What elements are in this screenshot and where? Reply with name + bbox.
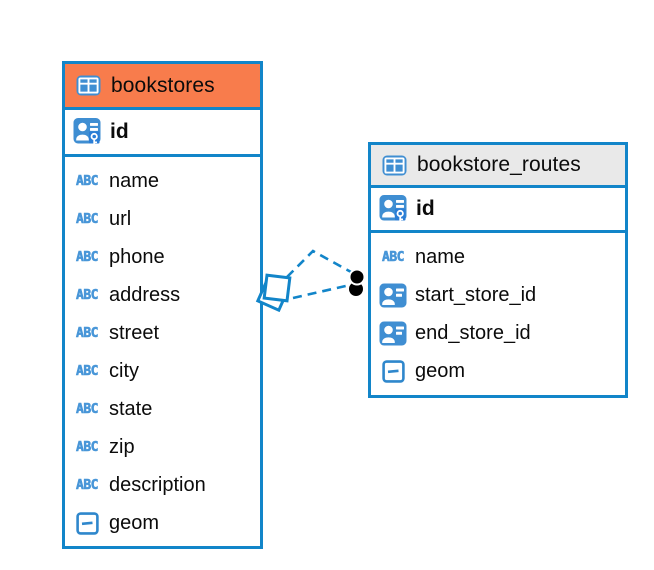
table-icon (378, 155, 410, 176)
field-end_store_id[interactable]: end_store_id (371, 314, 625, 352)
field-street[interactable]: ABC street (65, 314, 260, 352)
relationship-line-end-store[interactable] (286, 249, 352, 278)
field-state[interactable]: ABC state (65, 390, 260, 428)
field-label: end_store_id (415, 321, 531, 344)
foreign-key-icon (377, 321, 409, 346)
text-icon: ABC (76, 211, 99, 227)
field-label: url (109, 207, 132, 230)
field-name[interactable]: ABC name (371, 238, 625, 276)
field-zip[interactable]: ABC zip (65, 428, 260, 466)
field-label: address (109, 283, 181, 306)
text-icon: ABC (382, 249, 405, 265)
text-icon: ABC (76, 325, 99, 341)
primary-key-icon (71, 117, 103, 148)
field-label: name (109, 169, 160, 192)
table-bookstore-routes[interactable]: bookstore_routes id ABC name start_store… (368, 142, 628, 398)
table-icon (72, 75, 104, 96)
table-title: bookstore_routes (417, 153, 581, 176)
field-city[interactable]: ABC city (65, 352, 260, 390)
text-icon: ABC (76, 439, 99, 455)
relationship-diamond-front-icon (262, 273, 292, 303)
table-bookstore-routes-header[interactable]: bookstore_routes (371, 145, 625, 188)
field-label: geom (109, 511, 160, 534)
field-label: state (109, 397, 153, 420)
geometry-icon (71, 511, 103, 535)
text-icon: ABC (76, 173, 99, 189)
field-name[interactable]: ABC name (65, 162, 260, 200)
geometry-icon (377, 359, 409, 383)
field-label: city (109, 359, 139, 382)
relationship-dot-front-icon (348, 268, 366, 286)
foreign-key-icon (377, 283, 409, 308)
field-label: start_store_id (415, 283, 537, 306)
table-bookstores-header[interactable]: bookstores (65, 64, 260, 110)
text-icon: ABC (76, 287, 99, 303)
field-address[interactable]: ABC address (65, 276, 260, 314)
field-label: phone (109, 245, 165, 268)
table-bookstores[interactable]: bookstores id ABC name ABC url ABC p (62, 61, 263, 549)
relationship-dot-back-icon (349, 282, 363, 296)
text-icon: ABC (76, 249, 99, 265)
field-label: description (109, 473, 206, 496)
relationship-line-start-store[interactable] (292, 283, 351, 300)
field-list: ABC name start_store_id end_store_id geo… (371, 233, 625, 395)
primary-key-icon (377, 194, 409, 225)
field-label: street (109, 321, 160, 344)
pk-label: id (416, 197, 435, 220)
field-id[interactable]: id (371, 188, 625, 233)
pk-label: id (110, 120, 129, 143)
field-label: geom (415, 359, 466, 382)
field-url[interactable]: ABC url (65, 200, 260, 238)
field-phone[interactable]: ABC phone (65, 238, 260, 276)
field-description[interactable]: ABC description (65, 466, 260, 504)
text-icon: ABC (76, 363, 99, 379)
text-icon: ABC (76, 401, 99, 417)
field-start_store_id[interactable]: start_store_id (371, 276, 625, 314)
text-icon: ABC (76, 477, 99, 493)
field-list: ABC name ABC url ABC phone ABC address (65, 157, 260, 546)
field-geom[interactable]: geom (65, 504, 260, 542)
field-label: name (415, 245, 466, 268)
table-title: bookstores (111, 73, 215, 97)
field-label: zip (109, 435, 135, 458)
field-id[interactable]: id (65, 110, 260, 157)
field-geom[interactable]: geom (371, 352, 625, 390)
